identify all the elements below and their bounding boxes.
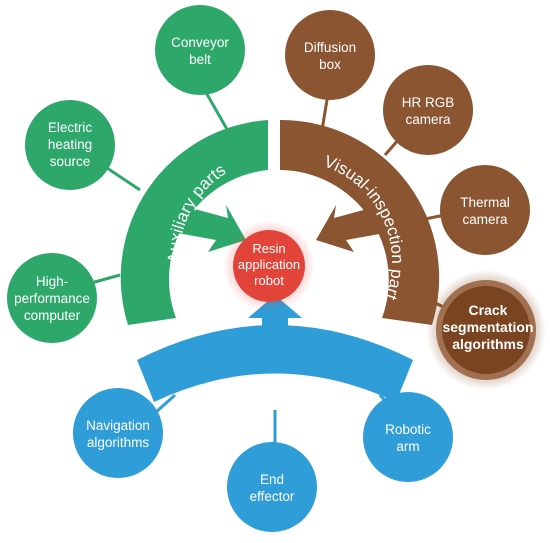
arm-line-2: arm xyxy=(396,439,419,454)
node-hr-rgb-camera: HR RGB camera xyxy=(383,65,473,155)
effector-line-1: End xyxy=(260,472,284,487)
robot-arc xyxy=(137,325,413,402)
center-node: Resin application robot xyxy=(223,220,315,312)
auxiliary-arrow xyxy=(172,205,246,252)
hrcamera-line-1: HR RGB xyxy=(402,95,455,110)
thermal-line-2: camera xyxy=(462,212,508,227)
computer-line-3: computer xyxy=(24,308,81,323)
node-crack-segmentation: Crack segmentation algorithms xyxy=(426,270,546,390)
conveyor-line-1: Conveyor xyxy=(171,35,229,50)
effector-line-2: effector xyxy=(250,489,295,504)
node-navigation-algorithms: Navigation algorithms xyxy=(73,388,163,478)
crack-line-1: Crack xyxy=(469,302,508,318)
heating-line-1: Electric xyxy=(48,120,93,135)
auxiliary-arc xyxy=(120,120,268,325)
navigation-line-1: Navigation xyxy=(86,418,150,433)
diffusion-line-1: Diffusion xyxy=(304,40,356,55)
node-electric-heating: Electric heating source xyxy=(25,100,115,190)
node-end-effector: End effector xyxy=(227,442,317,532)
crack-line-3: algorithms xyxy=(452,336,524,352)
diffusion-line-2: box xyxy=(319,57,341,72)
heating-line-2: heating xyxy=(48,137,92,152)
node-computer: High- performance computer xyxy=(7,253,97,343)
node-robotic-arm: Robotic arm xyxy=(363,392,453,482)
visual-arc xyxy=(280,119,440,325)
hrcamera-line-2: camera xyxy=(405,112,451,127)
computer-line-1: High- xyxy=(36,274,68,289)
crack-line-2: segmentation xyxy=(442,319,533,335)
thermal-line-1: Thermal xyxy=(460,195,510,210)
visual-arrow xyxy=(316,205,390,252)
conveyor-line-2: belt xyxy=(189,52,211,67)
node-thermal-camera: Thermal camera xyxy=(440,165,530,255)
center-line-3: robot xyxy=(254,273,284,288)
heating-line-3: source xyxy=(50,154,91,169)
node-diffusion-box: Diffusion box xyxy=(285,10,375,100)
computer-line-2: performance xyxy=(14,291,90,306)
node-conveyor-belt: Conveyor belt xyxy=(155,5,245,95)
center-line-1: Resin xyxy=(252,241,285,256)
arm-line-1: Robotic xyxy=(385,422,431,437)
navigation-line-2: algorithms xyxy=(87,435,150,450)
center-line-2: application xyxy=(238,257,300,272)
